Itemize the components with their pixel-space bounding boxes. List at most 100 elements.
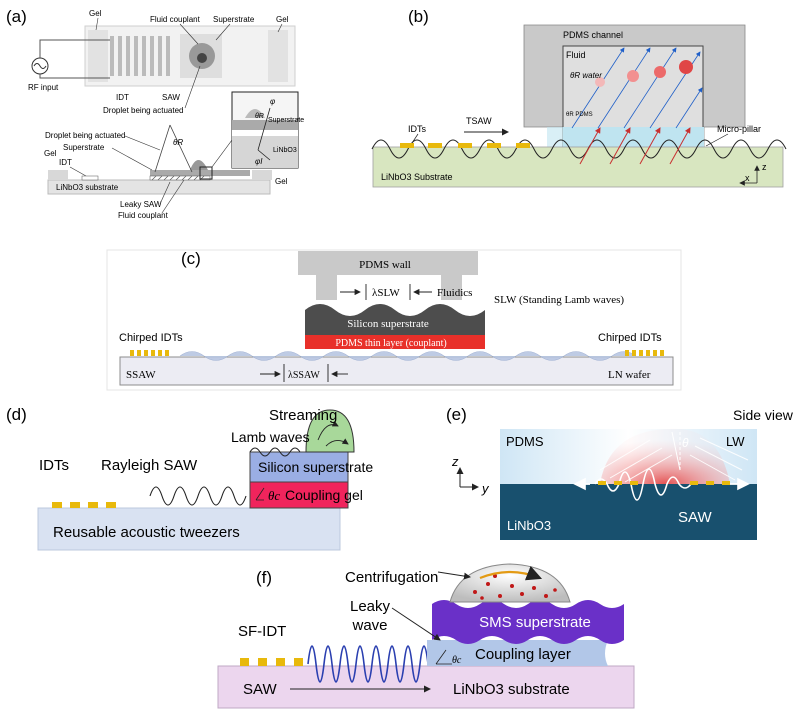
sms-superstrate	[432, 600, 624, 644]
streaming-arrows	[317, 420, 349, 447]
pdms-thin-layer	[305, 335, 485, 349]
label-lamb: Lamb waves	[231, 429, 310, 445]
label-gel-side-right: Gel	[275, 177, 288, 186]
label-side-view: Side view	[733, 407, 794, 423]
label-gel-right: Gel	[276, 15, 289, 24]
label-theta-r: θR	[173, 138, 183, 147]
label-lambda-ssaw: λSSAW	[288, 370, 320, 381]
panel-d-idts	[52, 502, 116, 508]
label-linbo3-e: LiNbO3	[507, 518, 551, 533]
label-saw-f: SAW	[243, 681, 277, 698]
panel-c-frame	[106, 249, 682, 391]
label-saw-e: SAW	[678, 509, 712, 526]
label-chirped-left: Chirped IDTs	[119, 332, 183, 344]
label-droplet-top: Droplet being actuated	[103, 106, 184, 115]
panel-b: (b) PDMS channel Fluid θR water θR PDMS …	[371, 7, 787, 188]
lw-glow	[600, 428, 730, 484]
particle-2	[627, 70, 639, 82]
label-idt-side: IDT	[59, 158, 72, 167]
ssaw-wave	[179, 351, 637, 361]
label-theta-c-f: θc	[452, 655, 462, 666]
label-sf-idt: SF-IDT	[238, 623, 286, 640]
panel-e-idts	[598, 481, 730, 485]
label-rf-input: RF input	[28, 83, 59, 92]
label-lambda-slw: λSLW	[372, 287, 400, 299]
axis-z-e: z	[451, 454, 459, 469]
label-substrate-f: LiNbO3 substrate	[453, 681, 570, 698]
label-superstrate-top: Superstrate	[213, 15, 255, 24]
label-fluidics: Fluidics	[437, 287, 472, 299]
label-pdms-wall: PDMS wall	[359, 259, 411, 271]
label-superstrate-side: Superstrate	[63, 143, 105, 152]
label-pdms-thin: PDMS thin layer (couplant)	[335, 338, 446, 349]
inset-theta-label: θR	[255, 113, 264, 120]
label-micro-pillar: Micro-pillar	[717, 124, 761, 134]
label-streaming: Streaming	[269, 407, 337, 424]
label-theta-water: θR water	[570, 71, 602, 80]
label-ssaw: SSAW	[126, 369, 156, 381]
inset-linbo3-label: LiNbO3	[273, 147, 297, 154]
rayleigh-wave	[149, 486, 247, 506]
axis-z-b: z	[762, 162, 767, 172]
panel-f-label: (f)	[256, 568, 272, 587]
panel-a-label: (a)	[6, 7, 27, 26]
label-coupling-layer: Coupling layer	[475, 646, 571, 663]
inset-source-box	[199, 166, 213, 180]
label-ln-wafer: LN wafer	[608, 369, 651, 381]
panel-c-label: (c)	[181, 249, 201, 268]
axis-y-e: y	[481, 481, 490, 496]
label-centrifugation: Centrifugation	[345, 569, 438, 586]
label-silicon-d: Silicon superstrate	[258, 459, 373, 475]
label-chirped-right: Chirped IDTs	[598, 332, 662, 344]
chirped-idts-left	[130, 350, 169, 356]
silicon-superstrate-c	[305, 304, 485, 335]
label-idts-b: IDTs	[408, 124, 427, 134]
inset-superstrate-label: Superstrate	[268, 117, 304, 124]
label-rayleigh: Rayleigh SAW	[101, 457, 198, 474]
panel-c: (c) PDMS wall Silicon superstrate PDMS t…	[106, 249, 682, 391]
label-tsaw: TSAW	[466, 116, 492, 126]
coupling-layer-f	[427, 640, 608, 666]
linbo3-region-e	[500, 484, 757, 540]
panel-d: (d) Reusable acoustic tweezers IDTs Rayl…	[6, 405, 373, 551]
side-droplet	[190, 160, 208, 170]
label-theta-c-d: θc	[268, 488, 280, 503]
label-slw: SLW (Standing Lamb waves)	[494, 294, 624, 306]
chirped-idts-right	[625, 350, 664, 356]
inset-linbo3	[232, 136, 298, 168]
red-refraction-arrows	[579, 127, 691, 165]
top-idt	[110, 36, 170, 76]
label-idts-d: IDTs	[39, 457, 69, 474]
label-substrate: LiNbO3 substrate	[56, 183, 119, 192]
label-theta-pdms: θR PDMS	[566, 112, 593, 118]
fluid-region	[563, 127, 704, 147]
axes-b: z x	[739, 162, 767, 186]
leaky-saw-wave-f	[307, 645, 429, 683]
panel-f: (f) SAW LiNbO3 substrate SF-IDT Coupling…	[217, 563, 635, 709]
saw-wave-e	[594, 468, 692, 501]
axes-e: z y	[451, 454, 490, 496]
particle-3	[654, 66, 666, 78]
label-theta-e: θ	[682, 436, 689, 450]
label-idt-top: IDT	[116, 93, 129, 102]
droplet-f	[449, 563, 571, 603]
label-pdms-channel: PDMS channel	[563, 30, 623, 40]
label-droplet-side: Droplet being actuated	[45, 131, 126, 140]
panel-e-label: (e)	[446, 405, 467, 424]
centrifugation-arrow	[479, 565, 543, 581]
label-coupling: Coupling gel	[285, 487, 363, 503]
sf-idts	[240, 658, 303, 666]
tsaw-wave	[371, 139, 787, 159]
particle-1	[595, 77, 605, 87]
side-gel-left	[48, 170, 68, 180]
top-droplet	[197, 53, 207, 63]
label-silicon-c: Silicon superstrate	[347, 318, 429, 330]
label-fluid-couplant-side: Fluid couplant	[118, 211, 169, 220]
axis-x-b: x	[745, 173, 750, 183]
particle-4	[679, 60, 693, 74]
panel-e: (e) θ Side view PDMS LW LiNbO3 SAW z y	[446, 405, 794, 540]
ln-wafer	[119, 356, 674, 386]
gel-pad-right	[268, 30, 288, 82]
